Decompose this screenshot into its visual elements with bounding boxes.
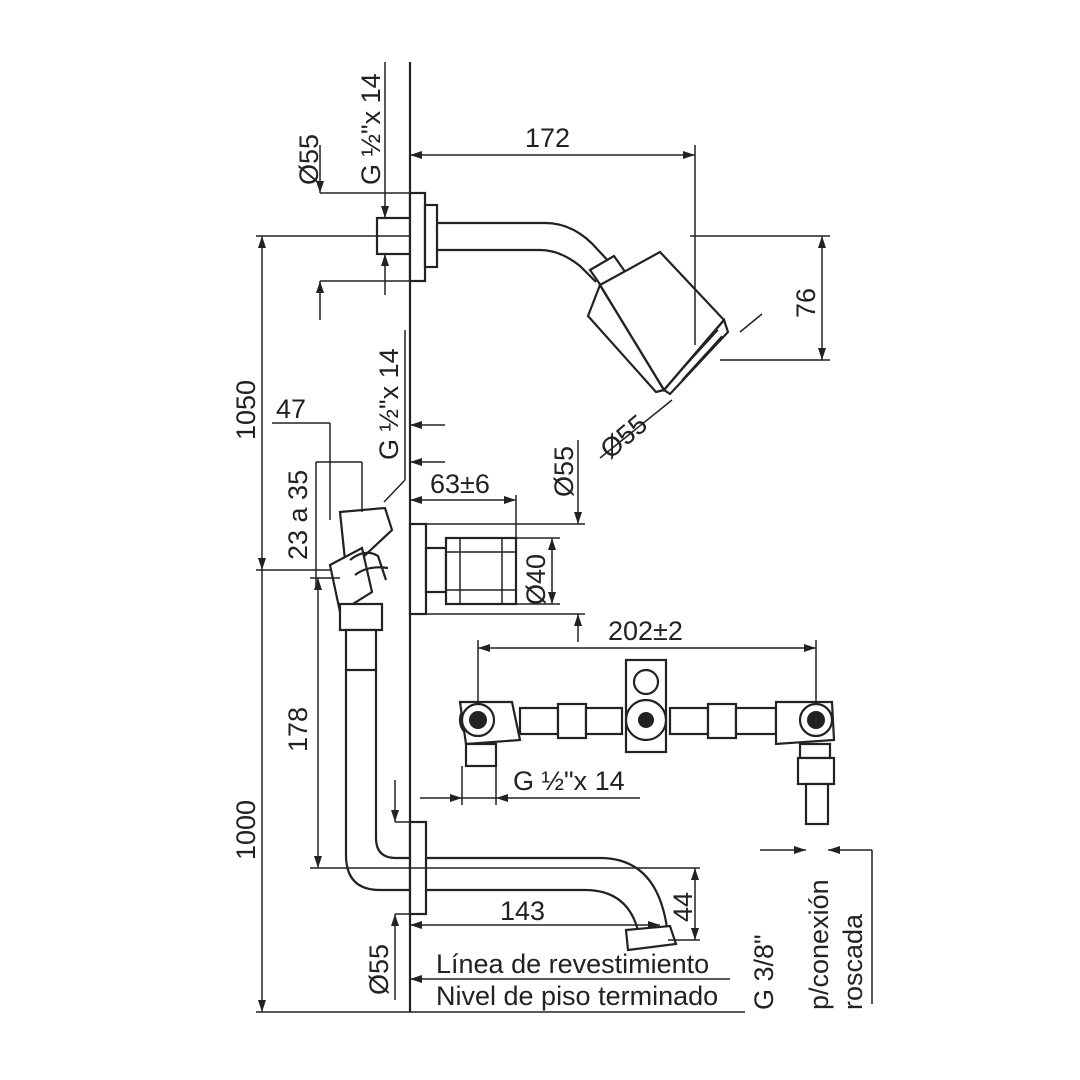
dim-23-35: 23 a 35 xyxy=(283,470,313,560)
outlet-connection-1: G 3/8" xyxy=(749,934,779,1010)
dim-47: 47 xyxy=(276,394,306,424)
dim-handle-flange: Ø55 xyxy=(549,446,579,497)
dim-44: 44 xyxy=(668,892,698,922)
dim-1000: 1000 xyxy=(231,800,261,860)
dim-spout-flange: Ø55 xyxy=(364,944,394,995)
dim-shower-flange: Ø55 xyxy=(294,134,324,185)
shower-assembly xyxy=(375,191,730,396)
dim-1050: 1050 xyxy=(231,380,261,440)
dim-40: Ø40 xyxy=(521,554,551,605)
mixer-dimensions xyxy=(272,330,585,868)
dim-172: 172 xyxy=(525,123,570,153)
outlet-connection-2: p/conexión xyxy=(804,879,834,1010)
dim-178: 178 xyxy=(283,707,313,752)
inlet-bar xyxy=(458,658,836,826)
legend-floor: Nivel de piso terminado xyxy=(436,981,718,1011)
dim-76: 76 xyxy=(791,288,821,318)
shower-dimensions xyxy=(256,62,830,570)
mixer-valve xyxy=(328,506,518,672)
inlet-dimensions xyxy=(420,640,873,1004)
dim-inlet-thread: G ½"x 14 xyxy=(513,766,625,796)
legend-wall: Línea de revestimiento xyxy=(436,949,709,979)
dim-63: 63±6 xyxy=(430,469,490,499)
spout-dimensions xyxy=(256,569,745,1013)
dim-shower-thread: G ½"x 14 xyxy=(356,73,386,185)
dim-143: 143 xyxy=(500,896,545,926)
outlet-connection-3: roscada xyxy=(838,913,868,1010)
dim-valve-thread: G ½"x 14 xyxy=(374,348,404,460)
dim-202: 202±2 xyxy=(608,616,683,646)
